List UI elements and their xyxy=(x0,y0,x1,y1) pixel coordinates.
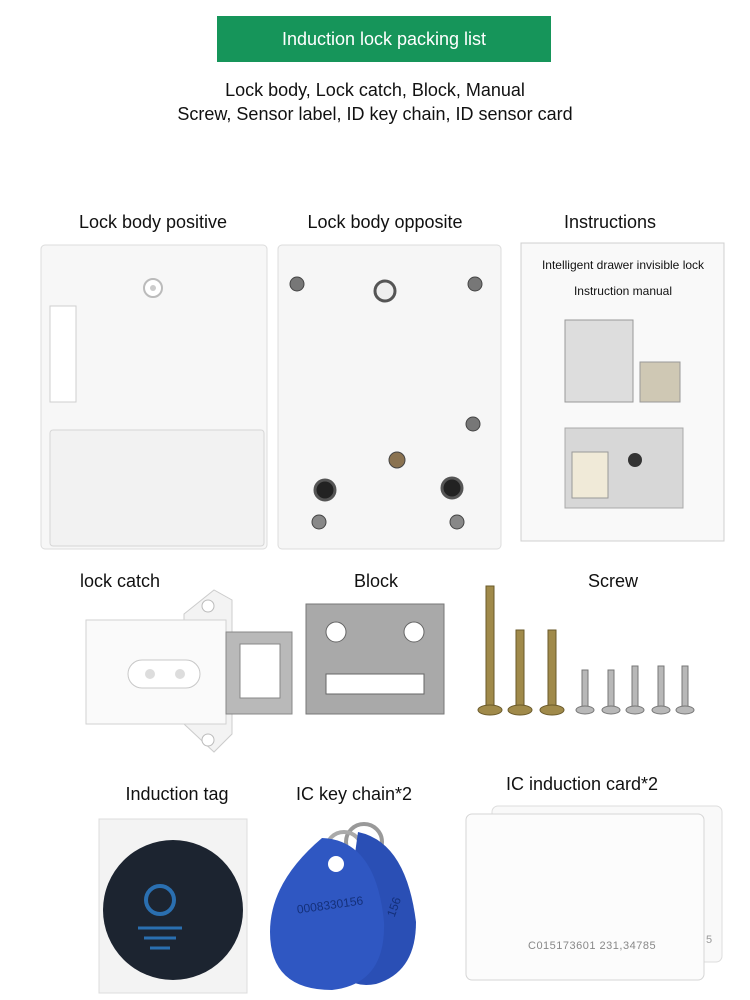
label-screw: Screw xyxy=(587,571,639,591)
ic-card-image xyxy=(464,804,726,984)
label-ic-induction-card: IC induction card*2 xyxy=(505,774,659,794)
ic-card-number: C015173601 231,34785 xyxy=(528,940,657,952)
label-lock-body-opposite: Lock body opposite xyxy=(307,212,463,232)
block-plate-image xyxy=(304,602,446,716)
label-lock-body-positive: Lock body positive xyxy=(78,212,228,232)
lock-body-front-image xyxy=(40,244,268,550)
ic-key-chain-image xyxy=(266,812,426,996)
packing-list-line-1: Lock body, Lock catch, Block, Manual xyxy=(225,80,525,100)
lock-body-back-image xyxy=(277,244,502,550)
manual-title: Intelligent drawer invisible lock xyxy=(541,258,705,272)
packing-list-description: Lock body, Lock catch, Block, Manual Scr… xyxy=(0,78,750,126)
label-lock-catch: lock catch xyxy=(79,571,161,591)
lock-catch-image xyxy=(84,584,296,754)
label-ic-key-chain: IC key chain*2 xyxy=(295,784,413,804)
induction-tag-image xyxy=(98,818,248,994)
instruction-manual-image xyxy=(520,242,725,542)
manual-subtitle: Instruction manual xyxy=(573,284,673,298)
label-block: Block xyxy=(353,571,399,591)
label-instructions: Instructions xyxy=(563,212,657,232)
title-banner: Induction lock packing list xyxy=(217,16,551,62)
label-induction-tag: Induction tag xyxy=(125,784,229,804)
packing-list-line-2: Screw, Sensor label, ID key chain, ID se… xyxy=(177,104,573,124)
screws-image xyxy=(470,582,710,722)
page-title: Induction lock packing list xyxy=(281,28,487,49)
ic-card-back-number: 5 xyxy=(706,934,713,946)
